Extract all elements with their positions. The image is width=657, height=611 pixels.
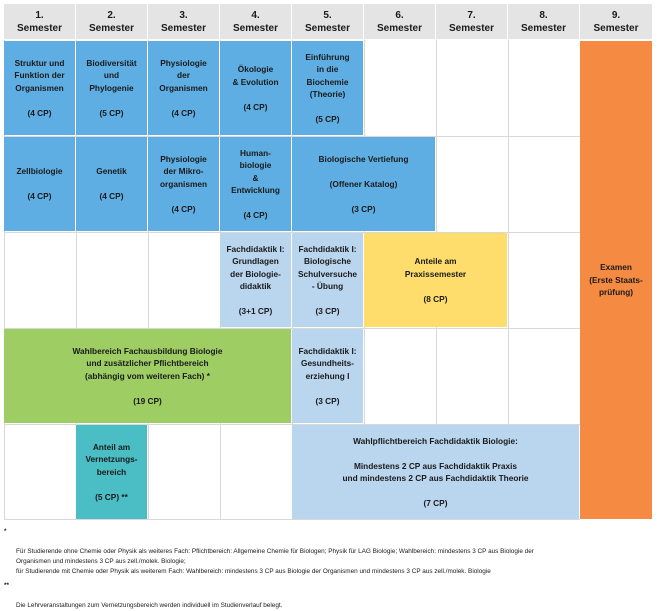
semester-number: 6. (395, 9, 404, 21)
study-plan-grid: 1. Semester 2. Semester 3. Semester 4. S… (4, 4, 656, 522)
footnote-double-star: ** Die Lehrveranstaltungen zum Vernetzun… (4, 581, 654, 611)
semester-header-4: 4. Semester (220, 4, 292, 39)
footnote-star: * Für Studierende ohne Chemie oder Physi… (4, 527, 654, 577)
module-biologische-vertiefung: Biologische Vertiefung (Offener Katalog)… (292, 137, 435, 231)
module-fachdidaktik-schulversuche: Fachdidaktik I: Biologische Schulversuch… (292, 233, 363, 327)
grid-line (4, 40, 5, 520)
semester-label: Semester (304, 22, 351, 34)
module-wahlbereich: Wahlbereich Fachausbildung Biologie und … (4, 329, 291, 423)
module-physiologie-organismen: Physiologie der Organismen (4 CP) (148, 41, 219, 135)
grid-line (4, 328, 580, 329)
module-biodiversitaet: Biodiversität und Phylogenie (5 CP) (76, 41, 147, 135)
module-oekologie-evolution: Ökologie & Evolution (4 CP) (220, 41, 291, 135)
module-genetik: Genetik (4 CP) (76, 137, 147, 231)
grid-line (76, 40, 77, 520)
module-vernetzungsbereich: Anteil am Vernetzungs- bereich (5 CP) ** (76, 425, 147, 519)
module-wahlpflichtbereich-fachdidaktik: Wahlpflichtbereich Fachdidaktik Biologie… (292, 425, 579, 519)
footnote-marker: ** (4, 582, 9, 589)
grid-line (4, 136, 580, 137)
semester-header-8: 8. Semester (508, 4, 580, 39)
semester-number: 8. (539, 9, 548, 21)
semester-label: Semester (88, 22, 135, 34)
semester-header-7: 7. Semester (436, 4, 508, 39)
semester-label: Semester (376, 22, 423, 34)
semester-number: 1. (35, 9, 44, 21)
module-physiologie-mikroorganismen: Physiologie der Mikro- organismen (4 CP) (148, 137, 219, 231)
semester-header-5: 5. Semester (292, 4, 364, 39)
footnote-text: Die Lehrveranstaltungen zum Vernetzungsb… (16, 602, 283, 609)
semester-header-2: 2. Semester (76, 4, 148, 39)
module-zellbiologie: Zellbiologie (4 CP) (4, 137, 75, 231)
semester-number: 9. (611, 9, 621, 21)
semester-number: 4. (251, 9, 260, 21)
module-praxissemester: Anteile am Praxissemester (8 CP) (364, 233, 507, 327)
footnote-marker: * (4, 528, 7, 535)
semester-label: Semester (160, 22, 207, 34)
semester-header-6: 6. Semester (364, 4, 436, 39)
module-examen: Examen (Erste Staats- prüfung) (580, 41, 652, 519)
grid-line (4, 424, 580, 425)
semester-number: 5. (323, 9, 332, 21)
module-fachdidaktik-grundlagen: Fachdidaktik I: Grundlagen der Biologie-… (220, 233, 291, 327)
module-gesundheitserziehung: Fachdidaktik I: Gesundheits- erziehung I… (292, 329, 363, 423)
semester-header-1: 1. Semester (4, 4, 76, 39)
grid-line (148, 40, 149, 520)
semester-header-9: 9. Semester (580, 4, 653, 39)
footnotes: * Für Studierende ohne Chemie oder Physi… (4, 527, 654, 611)
module-struktur-funktion: Struktur und Funktion der Organismen (4 … (4, 41, 75, 135)
module-humanbiologie: Human- biologie & Entwicklung (4 CP) (220, 137, 291, 231)
grid-line (4, 519, 580, 520)
semester-label: Semester (232, 22, 279, 34)
semester-label: Semester (16, 22, 63, 34)
semester-label: Semester (593, 22, 639, 34)
semester-number: 3. (179, 9, 188, 21)
footnote-text: Für Studierende ohne Chemie oder Physik … (16, 548, 534, 575)
semester-label: Semester (520, 22, 567, 34)
semester-label: Semester (448, 22, 495, 34)
semester-number: 7. (467, 9, 476, 21)
module-biochemie: Einführung in die Biochemie (Theorie) (5… (292, 41, 363, 135)
grid-line (508, 40, 509, 520)
grid-line (4, 232, 580, 233)
semester-header-3: 3. Semester (148, 4, 220, 39)
semester-number: 2. (107, 9, 116, 21)
